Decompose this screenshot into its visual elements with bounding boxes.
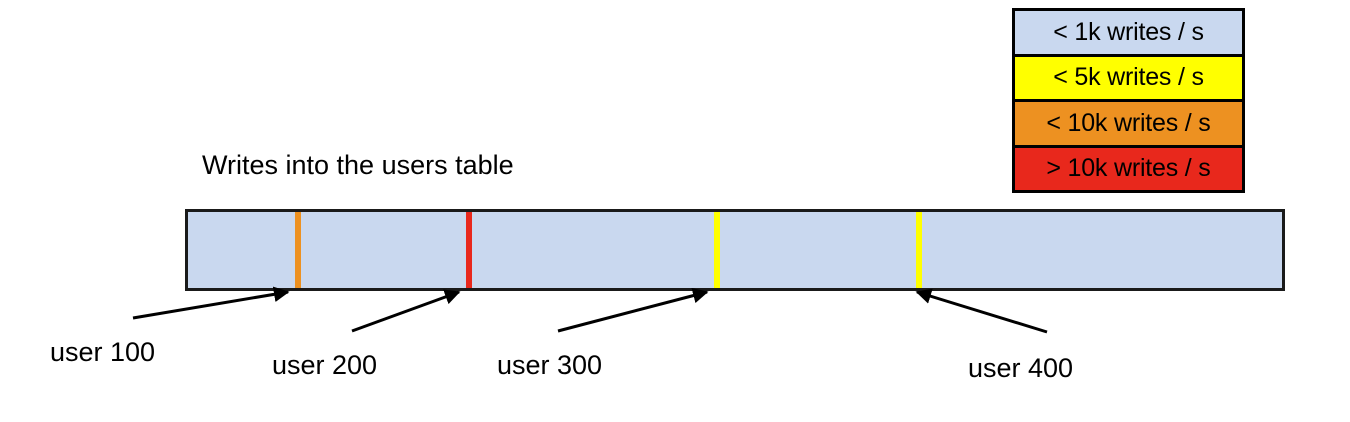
legend-row-over-10k: > 10k writes / s xyxy=(1015,147,1242,190)
arrow-user-400 xyxy=(915,288,1048,334)
write-rate-legend: < 1k writes / s < 5k writes / s < 10k wr… xyxy=(1012,8,1245,193)
legend-label-under-1k: < 1k writes / s xyxy=(1053,17,1204,46)
chart-title: Writes into the users table xyxy=(202,150,514,180)
user-400-label: user 400 xyxy=(968,353,1074,383)
legend-label-under-10k: < 10k writes / s xyxy=(1046,108,1211,137)
legend-row-under-1k: < 1k writes / s xyxy=(1015,11,1242,57)
users-table-bar xyxy=(185,209,1285,291)
user-100-stripe xyxy=(295,212,301,288)
user-200-label: user 200 xyxy=(272,350,378,380)
legend-row-under-10k: < 10k writes / s xyxy=(1015,102,1242,148)
legend-label-under-5k: < 5k writes / s xyxy=(1053,63,1204,92)
user-300-label: user 300 xyxy=(497,350,603,380)
arrow-user-300 xyxy=(557,288,709,333)
user-200-stripe xyxy=(466,212,472,288)
user-300-stripe xyxy=(714,212,720,288)
arrow-user-100 xyxy=(132,286,290,320)
legend-row-under-5k: < 5k writes / s xyxy=(1015,56,1242,102)
arrow-user-200 xyxy=(351,289,461,333)
user-100-label: user 100 xyxy=(50,337,156,367)
user-400-stripe xyxy=(916,212,922,288)
legend-label-over-10k: > 10k writes / s xyxy=(1046,154,1211,183)
